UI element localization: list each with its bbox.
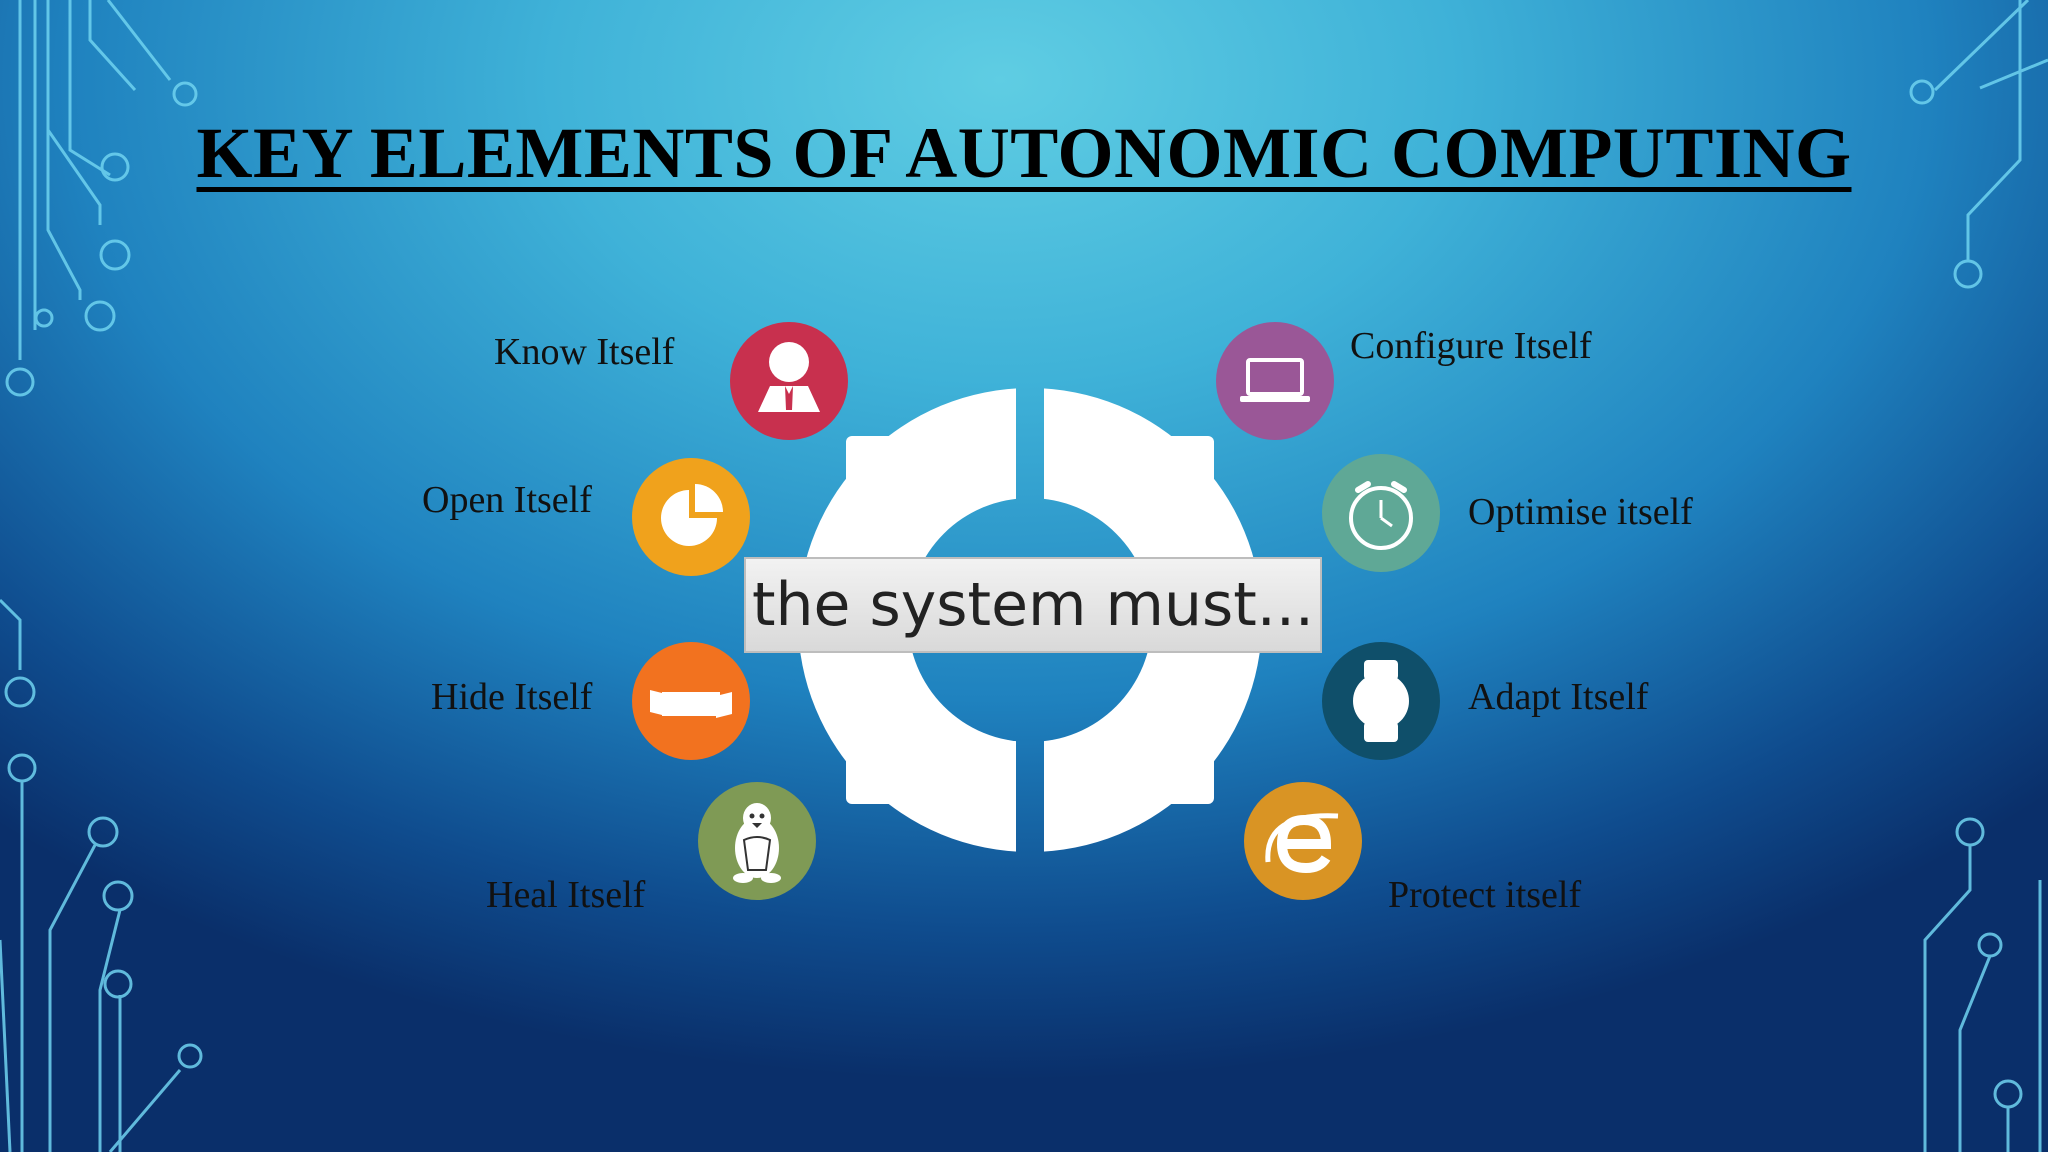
stopwatch-icon [1322, 454, 1440, 572]
pie-chart-icon [632, 458, 750, 576]
linux-penguin-icon [698, 782, 816, 900]
label-adapt-itself: Adapt Itself [1468, 676, 1649, 718]
label-hide-itself: Hide Itself [431, 676, 593, 718]
label-protect-itself: Protect itself [1388, 874, 1582, 916]
internet-explorer-icon [1244, 782, 1362, 900]
label-heal-itself: Heal Itself [486, 874, 646, 916]
label-open-itself: Open Itself [422, 479, 592, 521]
label-optimise-itself: Optimise itself [1468, 491, 1693, 533]
laptop-icon [1216, 322, 1334, 440]
user-icon [730, 322, 848, 440]
slide-title: KEY ELEMENTS OF AUTONOMIC COMPUTING [196, 113, 1852, 193]
center-banner: the system must... [744, 557, 1322, 653]
label-know-itself: Know Itself [494, 331, 675, 373]
smartwatch-icon [1322, 642, 1440, 760]
banner-icon [632, 642, 750, 760]
label-configure-itself: Configure Itself [1350, 325, 1592, 367]
